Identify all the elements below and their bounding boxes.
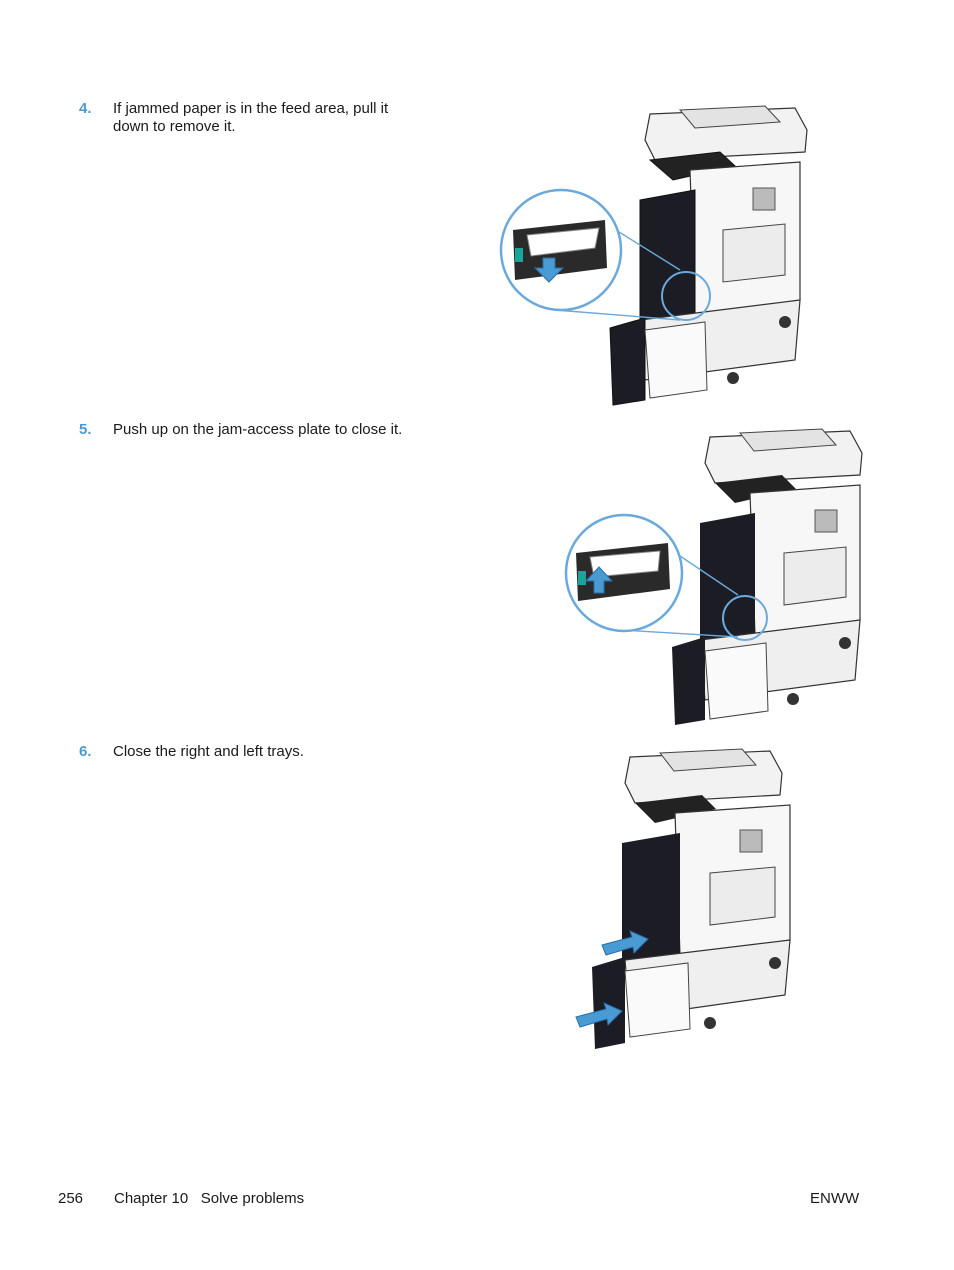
footer-brand: ENWW — [810, 1190, 860, 1207]
printer-illustration-step-4 — [499, 105, 808, 406]
page-number: 256 — [58, 1190, 84, 1207]
step-text: Close the right and left trays. — [113, 743, 304, 760]
printer-illustration-step-5 — [564, 428, 863, 725]
printer-illustration-step-6 — [575, 748, 791, 1049]
step-number: 6. — [79, 743, 92, 760]
step-number: 5. — [79, 421, 92, 438]
step-text: If jammed paper is in the feed area, pul… — [113, 100, 389, 135]
step-text: Push up on the jam-access plate to close… — [113, 421, 403, 438]
step-number: 4. — [79, 100, 92, 117]
chapter-title: Chapter 10 Solve problems — [114, 1190, 305, 1207]
